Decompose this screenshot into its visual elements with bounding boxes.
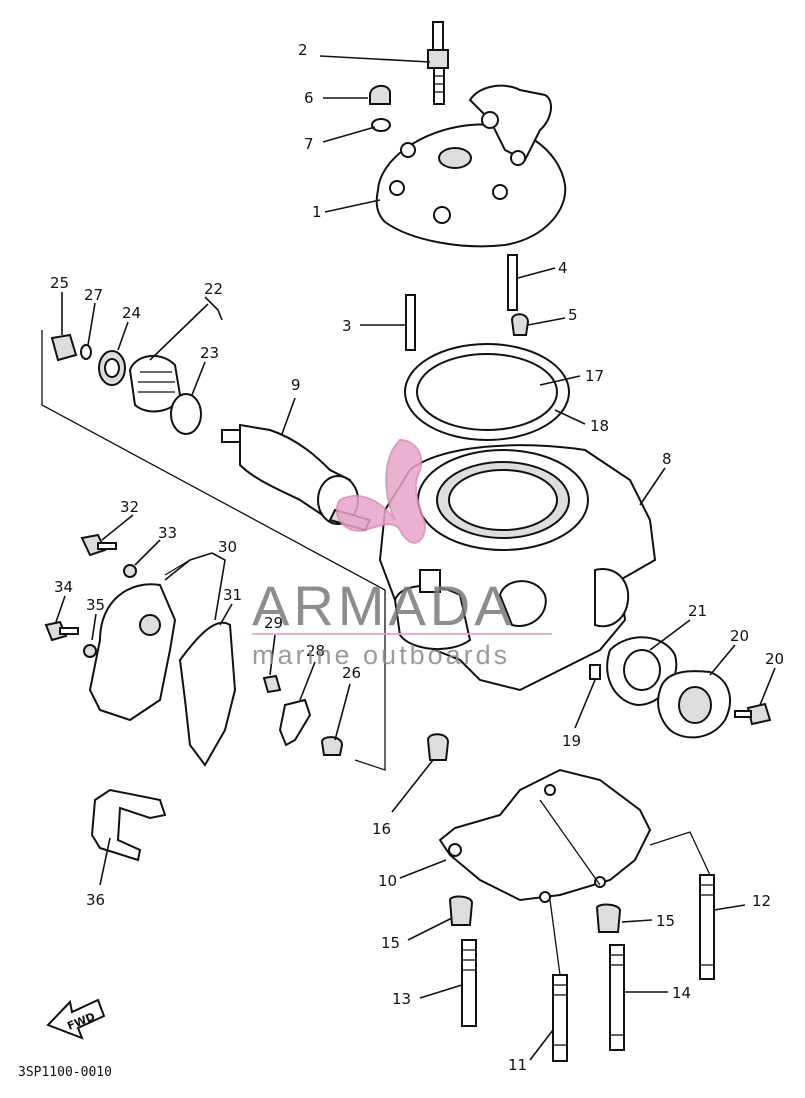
watermark: ARMADA marine outboards [252,438,552,670]
nut [510,313,530,336]
part-label: 24 [122,304,141,322]
watermark-tagline: marine outboards [252,640,510,670]
bolt-35-shank [59,627,79,635]
part-label: 10 [378,872,397,890]
part-label: 18 [590,417,609,435]
part-label: 6 [304,89,314,107]
nut-27 [320,736,344,756]
dowel-15 [595,903,622,933]
water-pump-housing [88,583,237,767]
valve-cover-parts [50,333,202,435]
bolt-shank [97,542,117,550]
forward-direction-arrow: FWD [46,998,106,1040]
part-label: 22 [204,280,223,298]
leader-lines [55,55,776,1061]
stud-bolt [405,294,416,351]
part-label: 23 [200,344,219,362]
part-label: 29 [264,614,283,632]
watermark-brand: ARMADA [252,574,516,637]
pin-20 [589,664,601,680]
base-gasket [438,768,652,902]
part-label: 9 [291,376,301,394]
stud-bolt [507,254,518,311]
screw-30 [262,674,282,694]
stud-threads [462,884,714,1046]
cap-nut [369,84,391,105]
part-label: 20 [730,627,749,645]
part-label: 5 [568,306,578,324]
part-label: 33 [158,524,177,542]
part-label: 16 [372,820,391,838]
part-label: 19 [562,732,581,750]
part-label: 36 [86,891,105,909]
part-label: 28 [306,642,325,660]
part-label: 17 [585,367,604,385]
gasket-22-hole [623,649,661,691]
elbow-19-port [678,686,712,724]
stud-12 [699,874,715,980]
part-label: 13 [392,990,411,1008]
part-label: 3 [342,317,352,335]
gasket-hole [448,843,462,857]
dowel-15 [448,895,474,926]
stud-11 [552,974,568,1062]
bracket-37 [90,788,167,862]
part-label: 35 [86,596,105,614]
part-label: 8 [662,450,672,468]
part-label: 20 [765,650,784,668]
stud-14 [609,944,625,1051]
washer-34 [123,564,137,578]
part-label: 25 [50,274,69,292]
watermark-logo [335,438,427,544]
washer-36 [83,644,97,658]
part-label: 12 [752,892,771,910]
part-label: 2 [298,41,308,59]
drawing-code: 3SP1100-0010 [18,1065,112,1080]
bolt-21-shank [734,710,752,718]
gasket-hole [594,876,606,888]
gasket-hole [539,891,551,903]
part-label: 1 [312,203,322,221]
lever-29 [278,698,312,747]
o-ring-inner [416,353,558,431]
cylinder-head [375,84,567,248]
gasket-hole [544,784,556,796]
part-label: 27 [84,286,103,304]
part-label: 34 [54,578,73,596]
part-label: 32 [120,498,139,516]
part-label: 14 [672,984,691,1002]
bolt-21 [746,702,772,726]
part-label: 31 [223,586,242,604]
washer [371,118,391,132]
part-label: 15 [656,912,675,930]
part-labels: 2 6 7 1 3 4 5 17 18 8 9 25 27 24 22 23 3… [50,41,784,1074]
assembly-guide-lines [41,330,711,976]
bolt-35 [44,620,68,642]
stud-13 [461,939,477,1027]
spark-plug [427,21,449,105]
part-label: 26 [342,664,361,682]
plug-16 [426,733,450,761]
part-label: 21 [688,602,707,620]
part-label: 7 [304,135,314,153]
part-label: 11 [508,1056,527,1074]
part-label: 30 [218,538,237,556]
part-label: 4 [558,259,568,277]
part-label: 15 [381,934,400,952]
